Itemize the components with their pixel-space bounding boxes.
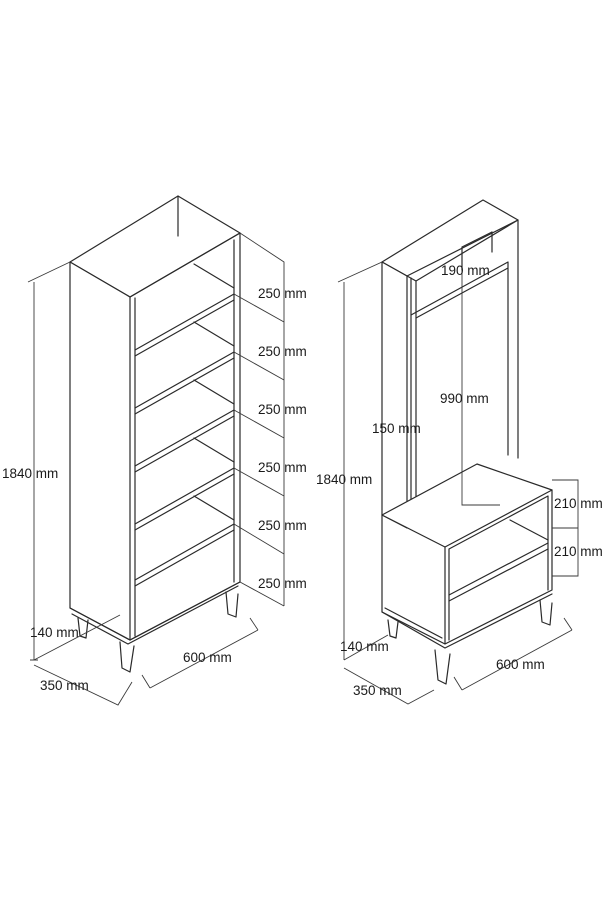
bookcase-width-dim: [141, 617, 259, 689]
hallstand-height-label: 1840 mm: [316, 472, 372, 487]
bookcase-leg-front: [119, 641, 135, 673]
bookcase-shelf-label-6: 250 mm: [258, 576, 307, 591]
hallstand-width-dim: [453, 617, 573, 691]
hallstand-leg-dim: [343, 634, 389, 661]
hallstand-leg-left: [387, 619, 399, 639]
hallstand-bench-shelf: [448, 519, 549, 602]
bookcase-shelf-label-2: 250 mm: [258, 344, 307, 359]
hallstand-height-dim: [337, 261, 383, 660]
bookcase-plinth: [69, 581, 241, 645]
hallstand-plinth: [381, 593, 553, 649]
bookcase-shelves: [134, 263, 235, 587]
hallstand-shelf-upper-label: 210 mm: [554, 496, 603, 511]
bookcase-leg-dim: [30, 614, 121, 661]
bookcase-shelf-label-3: 250 mm: [258, 402, 307, 417]
bookcase-shelf-dims: [233, 232, 285, 607]
bookcase-leg-left: [77, 617, 89, 639]
bookcase-depth-label: 350 mm: [40, 678, 89, 693]
hallstand-leg-label: 140 mm: [340, 639, 389, 654]
hallstand-shelf-dims: [552, 479, 579, 577]
hallstand-top-gap-label: 190 mm: [441, 263, 490, 278]
hallstand-upper-frame: [406, 219, 519, 529]
bookcase-shelf-label-4: 250 mm: [258, 460, 307, 475]
bookcase-leg-right: [225, 591, 239, 618]
bookcase-shelf-label-1: 250 mm: [258, 286, 307, 301]
hallstand-side-label: 150 mm: [372, 421, 421, 436]
hallstand-shelf-lower-label: 210 mm: [554, 544, 603, 559]
hallstand-leg-front: [434, 649, 451, 685]
hallstand-bench-base-inner: [384, 607, 443, 639]
hallstand-depth-label: 350 mm: [353, 683, 402, 698]
bookcase-height-label: 1840 mm: [2, 466, 58, 481]
hallstand-hanging-dim: [461, 270, 500, 506]
hall-stand-drawing: 190 mm 990 mm 150 mm 1840 mm 210 mm 210 …: [316, 199, 603, 705]
hallstand-width-label: 600 mm: [496, 657, 545, 672]
hallstand-leg-right: [539, 599, 553, 626]
hallstand-bench-body: [381, 489, 553, 645]
bookcase-height-dim: [27, 261, 71, 660]
bookcase-drawing: 1840 mm 140 mm 350 mm 600 mm 250 mm 250 …: [2, 195, 307, 706]
bookcase-depth-dim: [33, 664, 133, 706]
hallstand-hanging-label: 990 mm: [440, 391, 489, 406]
bookcase-shelf-label-5: 250 mm: [258, 518, 307, 533]
bookcase-width-label: 600 mm: [183, 650, 232, 665]
bookcase-side-panel: [69, 261, 131, 641]
bookcase-leg-label: 140 mm: [30, 625, 79, 640]
hallstand-depth-dim: [343, 667, 435, 705]
hallstand-upper-side: [381, 261, 408, 529]
